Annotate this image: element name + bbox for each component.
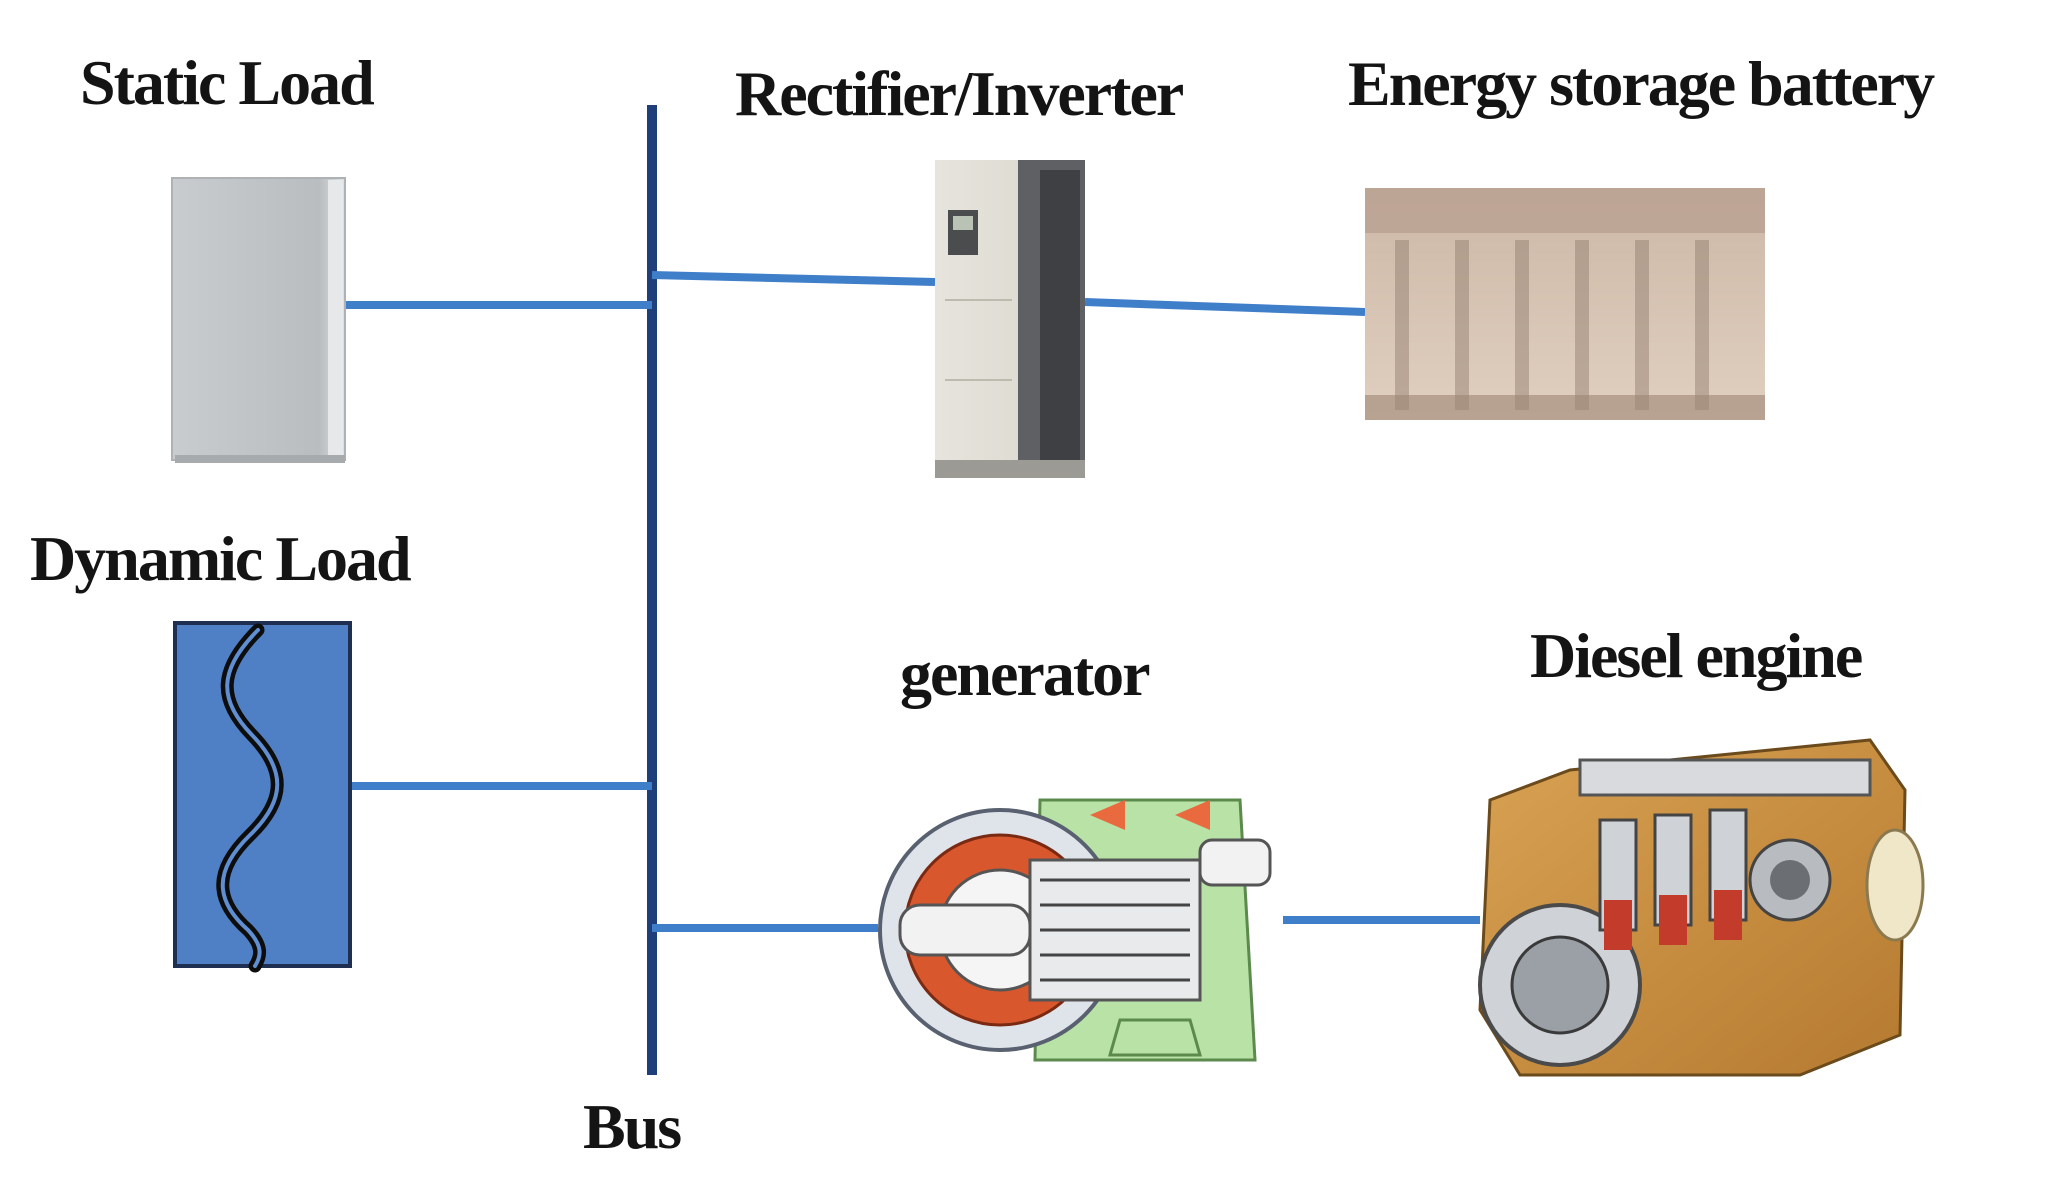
label-static-load: Static Load [80,47,374,118]
label-dynamic-load: Dynamic Load [30,523,411,594]
label-diesel-engine: Diesel engine [1530,620,1862,691]
dynamic-load-box [173,621,352,973]
energy-storage-battery-rack [1365,188,1765,420]
diesel-engine-cutaway [1478,738,1925,1077]
generator-cutaway [878,770,1283,1090]
rectifier-inverter-cabinet [935,160,1085,478]
static-load-cabinet [171,177,346,463]
label-rectifier-inverter: Rectifier/Inverter [735,58,1184,129]
connector-battery [1084,298,1366,316]
label-bus: Bus [583,1091,681,1162]
connector-rectifier [651,271,936,286]
label-generator: generator [900,638,1150,709]
label-energy-storage-battery: Energy storage battery [1348,48,1935,119]
